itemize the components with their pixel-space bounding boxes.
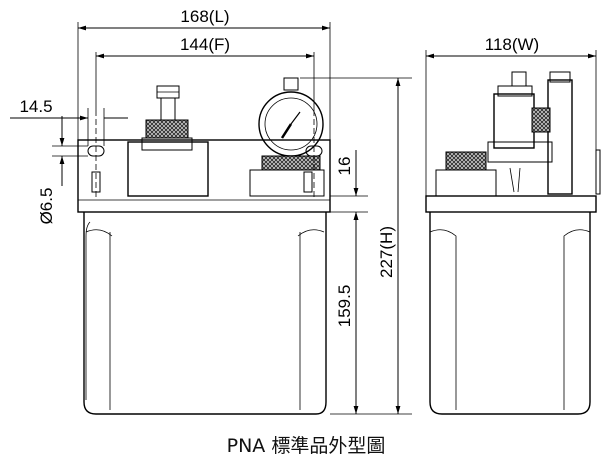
front-view — [77, 77, 331, 415]
dim-length: 168(L) — [180, 7, 229, 26]
drawing-caption: PNA 標準品外型圖 — [227, 435, 386, 457]
side-view — [425, 71, 601, 415]
dim-tank-height: 159.5 — [335, 285, 354, 328]
side-top-plate — [425, 195, 597, 213]
dim-flange: 144(F) — [180, 35, 230, 54]
pump-block — [127, 141, 209, 197]
side-tank — [429, 212, 591, 415]
top-plate — [77, 139, 331, 213]
dim-hole: Ø6.5 — [37, 188, 56, 225]
dim-offset: 14.5 — [19, 97, 52, 116]
knurled-cap — [145, 119, 189, 139]
tank-body — [83, 212, 327, 415]
dim-height: 227(H) — [377, 226, 396, 278]
dim-width: 118(W) — [485, 35, 539, 54]
pressure-gauge — [249, 77, 325, 197]
dim-plate: 16 — [335, 157, 354, 176]
